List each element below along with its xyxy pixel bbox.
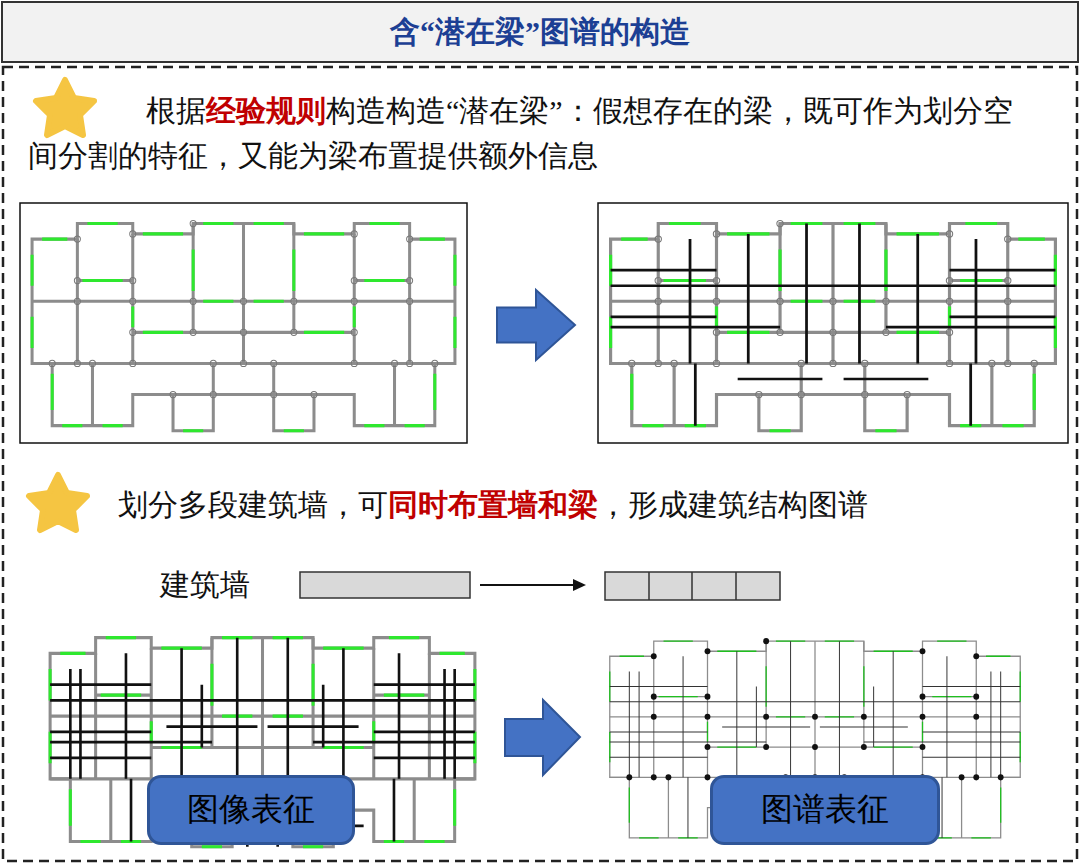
floor-plan [611,220,1056,430]
label-box: 图谱表征 [710,775,940,845]
block-arrow [505,700,580,775]
floor-plan-graph [610,638,1020,843]
highlight-text: 同时布置墙和梁 [388,488,598,521]
bullet-text: 根据经验规则构造构造“潜在梁”：假想存在的梁，既可作为划分空间分割的特征，又能为… [28,88,1040,178]
wall-label: 建筑墙 [160,568,250,601]
segment-divider [649,572,736,600]
star-icon [36,80,94,135]
box-label: 图谱表征 [761,788,889,832]
label-box: 图像表征 [147,775,355,845]
star-icon [29,475,87,530]
dashed-frame [3,67,1077,861]
slide-title: 含“潜在梁”图谱的构造 [0,2,1080,62]
box-label: 图像表征 [187,788,315,832]
bullet-text: ，形成建筑结构图谱 [598,488,868,521]
segmented-wall-bar [605,572,780,600]
bullet-text: 划分多段建筑墙，可同时布置墙和梁，形成建筑结构图谱 [118,482,1068,527]
block-arrow [497,290,575,360]
wall-label: 建筑墙 [160,562,250,607]
wall-bar [300,572,470,598]
floor-plan-image [50,638,475,847]
bullet-text: 根据 [146,94,206,127]
highlight-text: 经验规则 [206,94,326,127]
plan-frame [598,203,1068,443]
bullet-text: 划分多段建筑墙，可 [118,488,388,521]
arrow-line [480,584,575,586]
plan-frame [20,203,467,443]
arrow-head [573,579,586,591]
floor-plan [32,220,455,430]
